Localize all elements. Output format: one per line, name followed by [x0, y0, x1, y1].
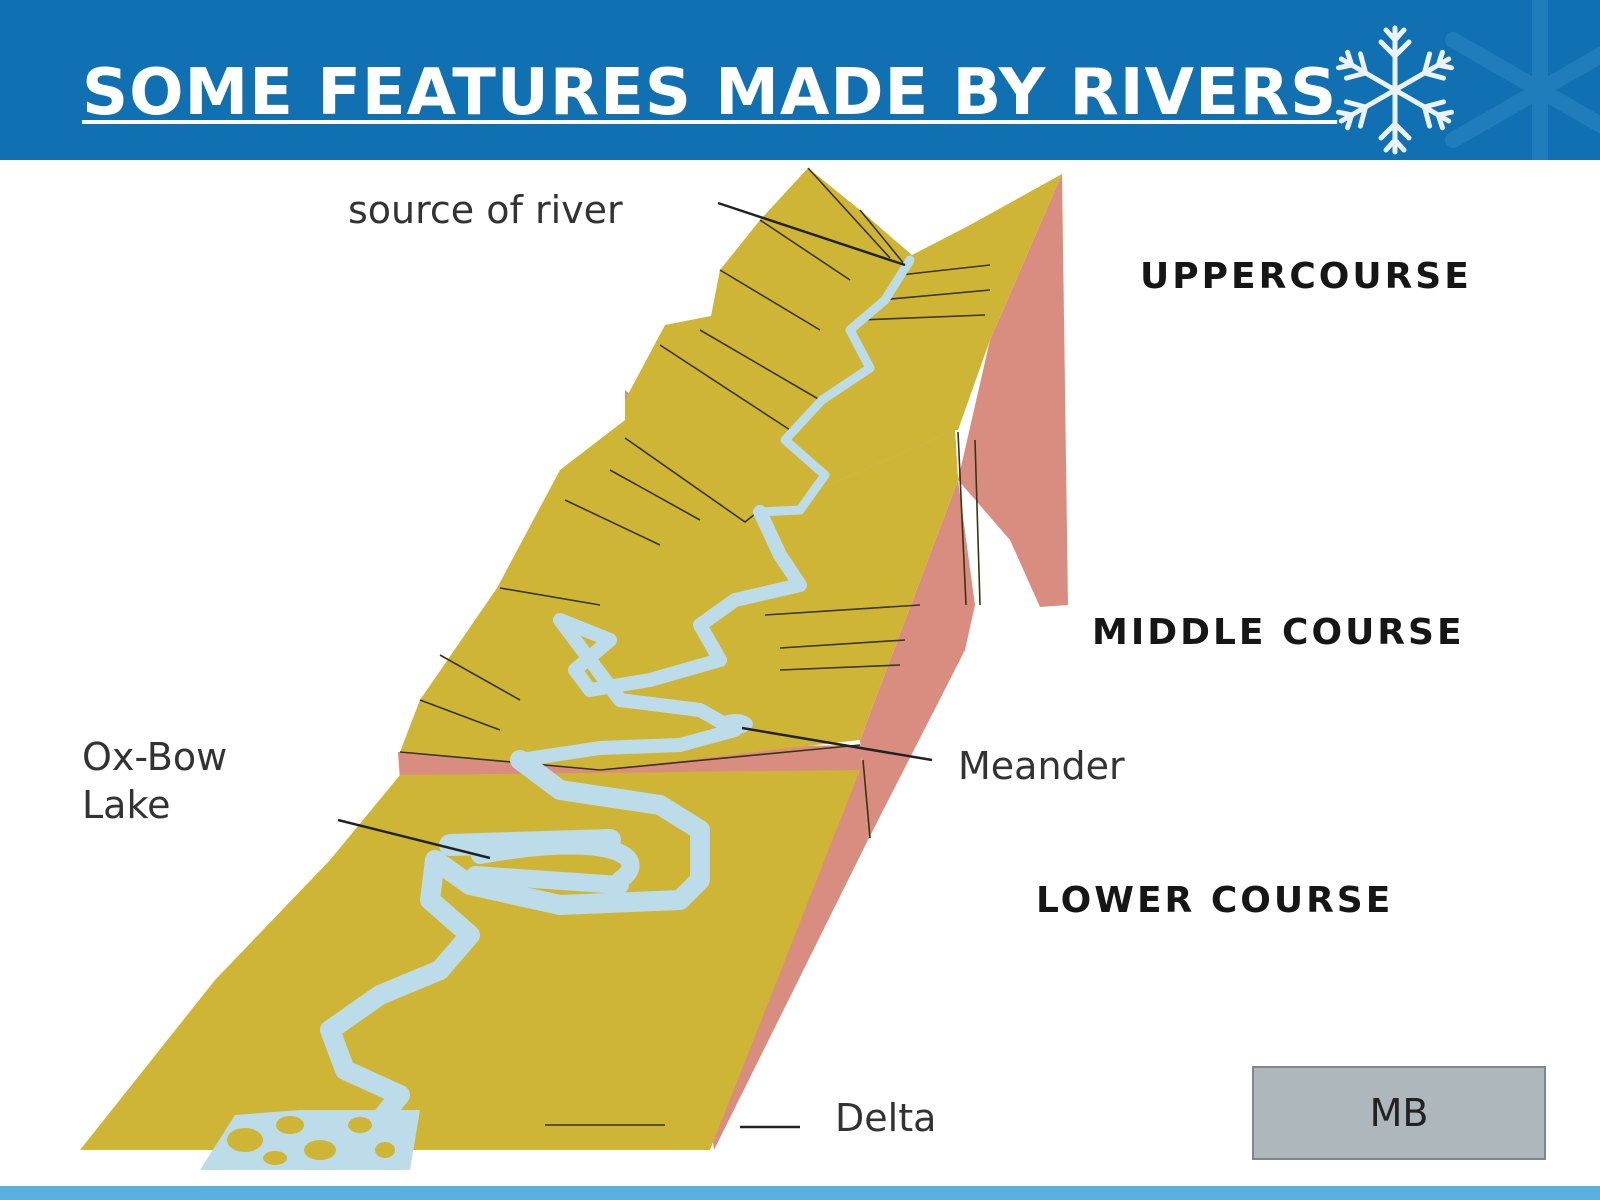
label-upper-course: UPPERCOURSE: [1140, 256, 1472, 297]
label-meander: Meander: [958, 744, 1125, 788]
label-delta: Delta: [835, 1096, 937, 1140]
mb-badge-label: MB: [1369, 1091, 1429, 1135]
snowflake-icon: [1336, 25, 1454, 155]
slide-title: SOME FEATURES MADE BY RIVERS: [82, 56, 1338, 130]
terrain-lines: [399, 167, 991, 1126]
leader-lines: [337, 201, 933, 1129]
label-source-of-river: source of river: [348, 188, 623, 232]
lower-course-land: [80, 770, 860, 1150]
slide-header: SOME FEATURES MADE BY RIVERS: [0, 0, 1600, 160]
label-middle-course: MIDDLE COURSE: [1092, 612, 1465, 653]
upper-course-land: [625, 168, 1062, 522]
label-oxbow-lake-line1: Ox-Bow: [82, 735, 228, 779]
delta: [200, 1110, 420, 1170]
label-oxbow-lake-line2: Lake: [82, 783, 171, 827]
footer-bar: [0, 1186, 1600, 1200]
meander-pool: [717, 714, 753, 734]
river-course-diagram: [80, 167, 1068, 1170]
label-lower-course: LOWER COURSE: [1036, 880, 1394, 921]
mb-badge: MB: [1252, 1066, 1546, 1160]
middle-course-land: [400, 420, 958, 770]
snowflake-icon: [1445, 0, 1600, 160]
oxbow-lake: [471, 836, 640, 889]
